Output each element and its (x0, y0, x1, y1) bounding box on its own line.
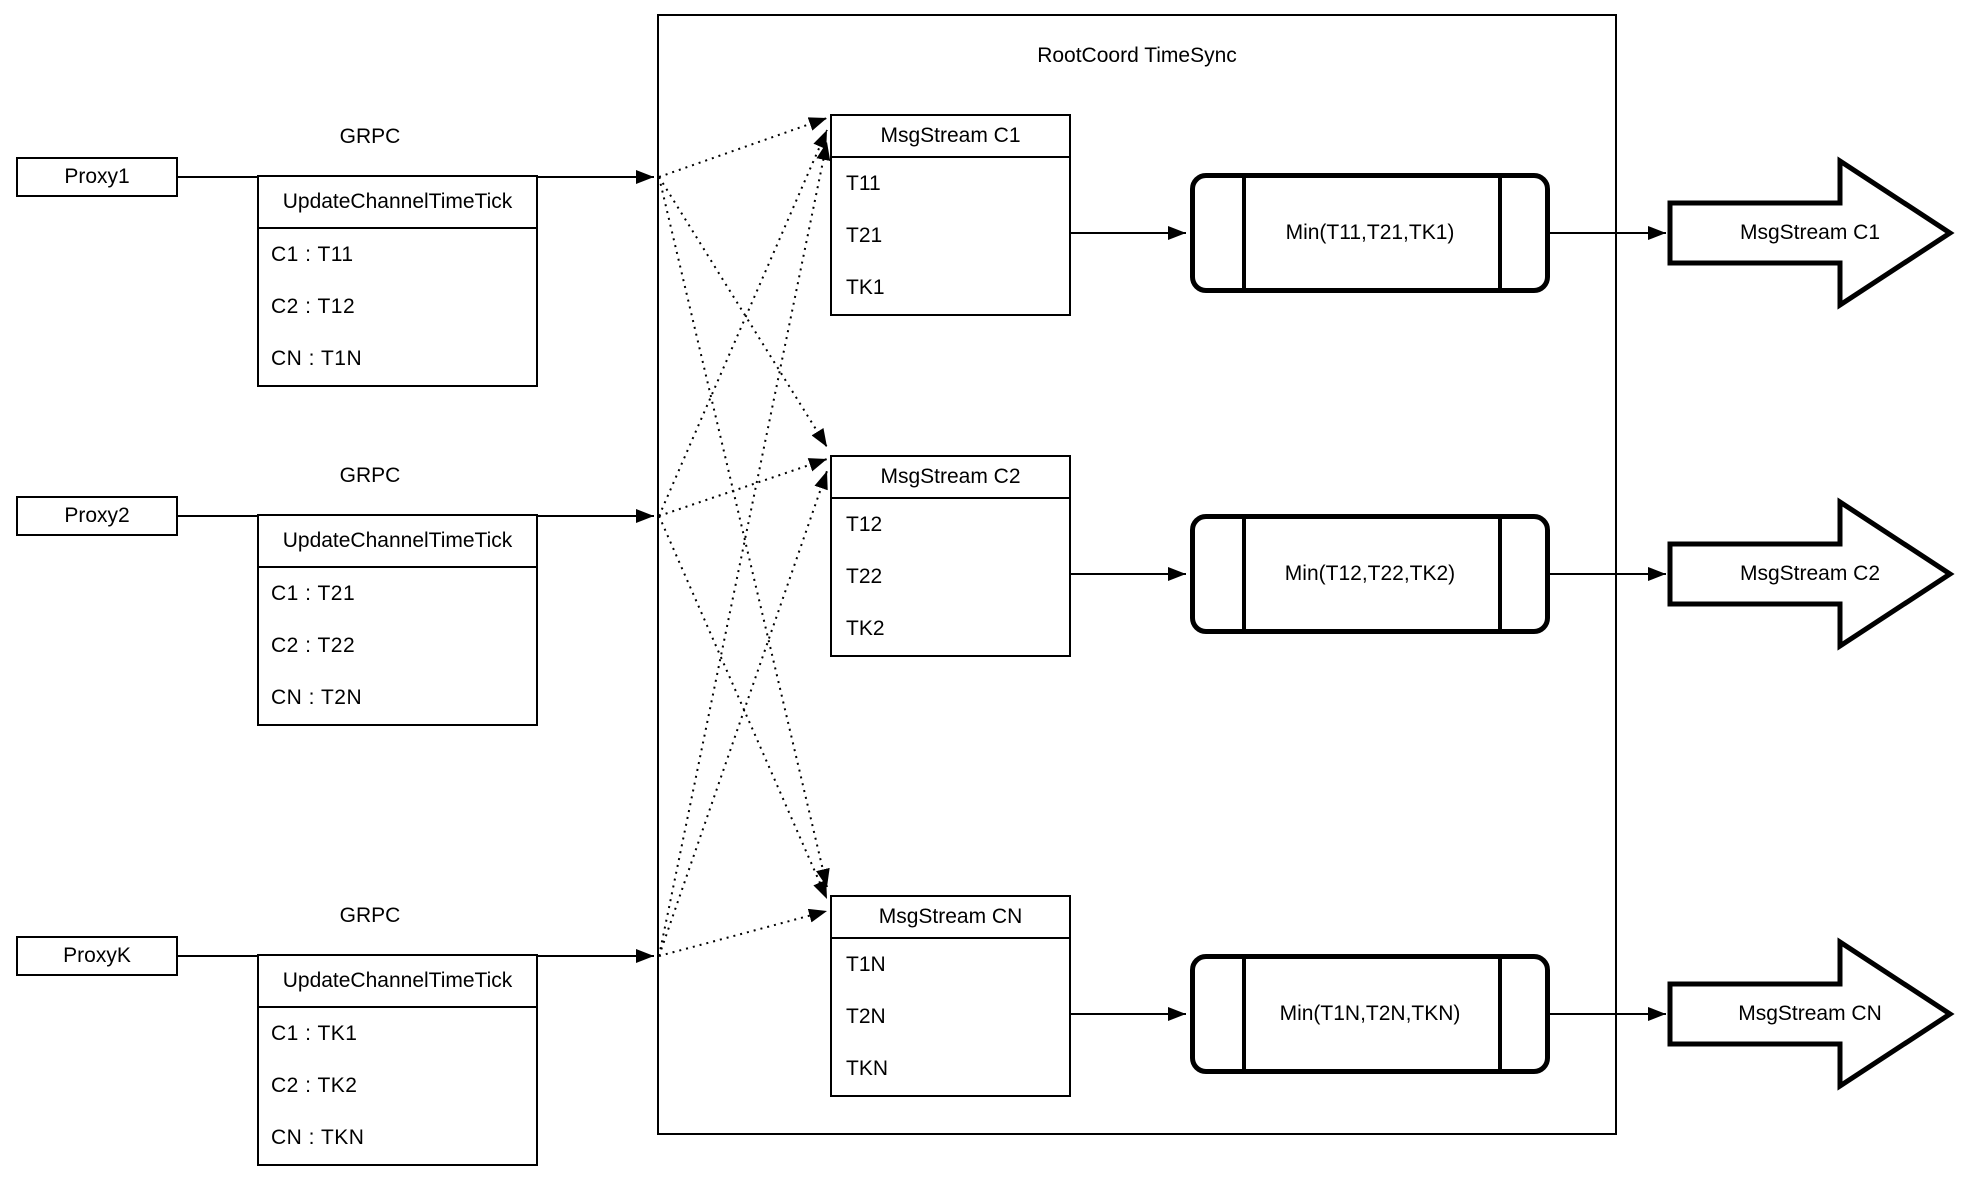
msgstream-cn-header: MsgStream CN (832, 897, 1069, 939)
msgstream-c1-header: MsgStream C1 (832, 116, 1069, 158)
output-arrow-shape-cn (1667, 937, 1955, 1091)
output-arrow-label-c2: MsgStream C2 (1739, 562, 1881, 585)
proxyk-label: ProxyK (63, 944, 131, 967)
dotted-arrow-pk-cn (658, 908, 828, 957)
min-label-c2: Min(T12,T22,TK2) (1284, 562, 1456, 585)
table-row: T21 (846, 224, 883, 247)
table-row: C1 : TK1 (271, 1022, 358, 1045)
dotted-arrow-p2-cn (658, 515, 828, 900)
proxy2-box: Proxy2 (16, 496, 178, 536)
proxyk-timetick-header: UpdateChannelTimeTick (259, 956, 536, 1008)
proxy1-label: Proxy1 (64, 165, 130, 188)
msgstream-c2-table: MsgStream C2 T12 T22 TK2 (830, 455, 1071, 657)
table-row: C2 : T12 (271, 295, 356, 318)
min-box-divider (1242, 178, 1246, 288)
grpc-label-2: GRPC (339, 464, 401, 487)
table-row: T1N (846, 953, 886, 976)
table-row: T2N (846, 1005, 886, 1028)
proxy1-timetick-header: UpdateChannelTimeTick (259, 177, 536, 229)
dotted-arrow-p2-c1 (658, 129, 828, 517)
table-row: T11 (846, 172, 881, 195)
dotted-arrow-p1-c2 (658, 176, 828, 448)
fanout-dotted-arrows (658, 117, 831, 957)
table-row: C1 : T11 (271, 243, 354, 266)
table-row: TKN (846, 1057, 888, 1080)
min-box-divider (1498, 178, 1502, 288)
dotted-arrow-pk-c2 (658, 470, 828, 957)
output-arrow-label-cn: MsgStream CN (1738, 1002, 1882, 1025)
min-box-divider (1242, 959, 1246, 1069)
min-box-divider (1242, 519, 1246, 629)
dotted-arrow-p2-c2 (658, 458, 828, 517)
grpc-label-3: GRPC (339, 904, 401, 927)
proxyk-timetick-table: UpdateChannelTimeTick C1 : TK1 C2 : TK2 … (257, 954, 538, 1166)
table-row: CN : TKN (271, 1126, 365, 1149)
dotted-arrow-pk-c1 (658, 141, 831, 957)
msgstream-cn-table: MsgStream CN T1N T2N TKN (830, 895, 1071, 1097)
table-row: T22 (846, 565, 883, 588)
output-arrow-shapes (1667, 156, 1955, 1091)
min-to-output-connectors (1550, 226, 1666, 1021)
table-row: T12 (846, 513, 883, 536)
table-row: C2 : T22 (271, 634, 356, 657)
output-arrow-shape-c2 (1667, 497, 1955, 651)
proxy1-box: Proxy1 (16, 157, 178, 197)
grpc-label-1: GRPC (339, 125, 401, 148)
table-row: C1 : T21 (271, 582, 356, 605)
min-box-divider (1498, 959, 1502, 1069)
output-arrow-shape-c1 (1667, 156, 1955, 310)
proxy2-timetick-table: UpdateChannelTimeTick C1 : T21 C2 : T22 … (257, 514, 538, 726)
proxy1-timetick-table: UpdateChannelTimeTick C1 : T11 C2 : T12 … (257, 175, 538, 387)
rootcoord-title: RootCoord TimeSync (1037, 44, 1237, 67)
proxyk-box: ProxyK (16, 936, 178, 976)
table-to-min-connectors (1071, 226, 1186, 1021)
table-row: TK1 (846, 276, 885, 299)
min-label-c1: Min(T11,T21,TK1) (1285, 221, 1455, 244)
min-box-c2: Min(T12,T22,TK2) (1190, 514, 1550, 634)
msgstream-c2-header: MsgStream C2 (832, 457, 1069, 499)
dotted-arrow-p1-cn (658, 176, 830, 888)
min-label-cn: Min(T1N,T2N,TKN) (1279, 1002, 1461, 1025)
msgstream-c1-table: MsgStream C1 T11 T21 TK1 (830, 114, 1071, 316)
min-box-divider (1498, 519, 1502, 629)
output-arrow-label-c1: MsgStream C1 (1739, 221, 1881, 244)
min-box-c1: Min(T11,T21,TK1) (1190, 173, 1550, 293)
table-row: CN : T2N (271, 686, 363, 709)
table-row: TK2 (846, 617, 885, 640)
min-box-cn: Min(T1N,T2N,TKN) (1190, 954, 1550, 1074)
dotted-arrow-p1-c1 (658, 117, 828, 178)
proxy2-label: Proxy2 (64, 504, 130, 527)
table-row: CN : T1N (271, 347, 363, 370)
proxy2-timetick-header: UpdateChannelTimeTick (259, 516, 536, 568)
table-row: C2 : TK2 (271, 1074, 358, 1097)
